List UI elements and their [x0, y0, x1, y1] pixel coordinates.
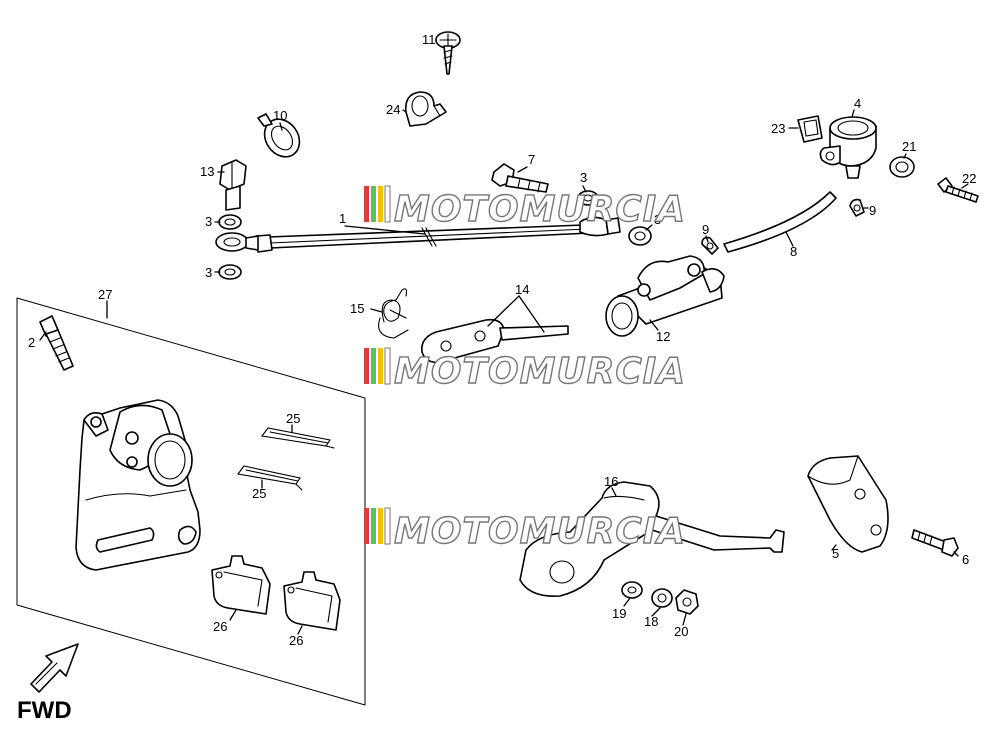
fluid-reservoir-part: [819, 116, 877, 179]
screw-22-part: [937, 177, 979, 203]
callout-12: 12: [656, 329, 670, 344]
callout-9-right: 9: [869, 203, 876, 218]
watermark-top: MOTOMURCIA: [364, 185, 686, 231]
hose-clip-9-left: [701, 236, 719, 255]
leader-lines: [39, 39, 969, 635]
watermark-middle: MOTOMURCIA: [364, 347, 686, 393]
washer-right: [628, 226, 652, 246]
bolt-6-part: [911, 529, 959, 557]
callout-3-lower-left: 3: [205, 265, 212, 280]
callout-14: 14: [515, 282, 529, 297]
washer-19-part: [621, 581, 643, 599]
banjo-bolt-part: [219, 159, 247, 211]
callout-7: 7: [528, 152, 535, 167]
fwd-label: FWD: [17, 697, 72, 724]
callout-23: 23: [771, 121, 785, 136]
callout-15: 15: [350, 301, 364, 316]
hose-clip-part: [257, 113, 301, 158]
callout-13: 13: [200, 164, 214, 179]
callout-27: 27: [98, 287, 112, 302]
watermark-text: MOTOMURCIA: [394, 189, 686, 230]
pushrod-part: [420, 318, 569, 364]
callout-labels: 1 2 3 3 3 3 4 5 6 7 8 9 9 10 11 12 13 14…: [17, 32, 976, 724]
washer-upper-left: [218, 214, 242, 230]
callout-21: 21: [902, 139, 916, 154]
clip-nut-part: [797, 115, 823, 143]
brake-pad-right: [283, 571, 341, 631]
callout-25-upper: 25: [286, 411, 300, 426]
watermark-bottom: MOTOMURCIA: [364, 507, 686, 553]
callout-9-left: 9: [702, 222, 709, 237]
screw-11-part: [435, 31, 461, 75]
callout-24: 24: [386, 102, 400, 117]
callout-11: 11: [422, 32, 436, 47]
callout-19: 19: [612, 606, 626, 621]
callout-26-right: 26: [289, 633, 303, 648]
brake-hose-part: [215, 216, 621, 253]
callout-4: 4: [854, 96, 861, 111]
fwd-arrow-icon: [30, 643, 79, 693]
brake-caliper-part: [75, 399, 201, 571]
bleed-screw-part: [39, 315, 74, 371]
cover-part: [807, 455, 889, 553]
master-cylinder-part: [605, 255, 725, 337]
hose-clamp-part: [404, 91, 447, 127]
callout-1: 1: [339, 211, 346, 226]
return-spring-part: [378, 288, 409, 339]
callout-3-right: 3: [654, 212, 661, 227]
pad-spring-upper: [261, 427, 335, 449]
callout-25-lower: 25: [252, 486, 266, 501]
watermark-text: MOTOMURCIA: [394, 511, 686, 552]
callout-26-left: 26: [213, 619, 227, 634]
callout-5: 5: [832, 546, 839, 561]
pad-spring-lower: [237, 465, 303, 491]
callout-16: 16: [604, 474, 618, 489]
callout-20: 20: [674, 624, 688, 639]
washer-18-part: [651, 588, 673, 608]
washer-upper-right: [577, 190, 599, 206]
callout-3-upper-left: 3: [205, 214, 212, 229]
washer-lower-left: [218, 264, 242, 280]
callout-6: 6: [962, 552, 969, 567]
callout-3-upper-right: 3: [580, 170, 587, 185]
brake-pad-left: [211, 555, 271, 615]
callout-22: 22: [962, 171, 976, 186]
reservoir-hose-part: [723, 191, 837, 253]
banjo-bolt-7-part: [491, 163, 549, 193]
callout-10: 10: [273, 108, 287, 123]
callout-2: 2: [28, 335, 35, 350]
hose-clip-9-right: [849, 198, 865, 217]
callout-18: 18: [644, 614, 658, 629]
nut-20-part: [675, 589, 699, 615]
callout-8: 8: [790, 244, 797, 259]
washer-21-part: [889, 156, 915, 178]
brake-pedal-part: [519, 481, 785, 597]
watermark-text: MOTOMURCIA: [394, 351, 686, 392]
